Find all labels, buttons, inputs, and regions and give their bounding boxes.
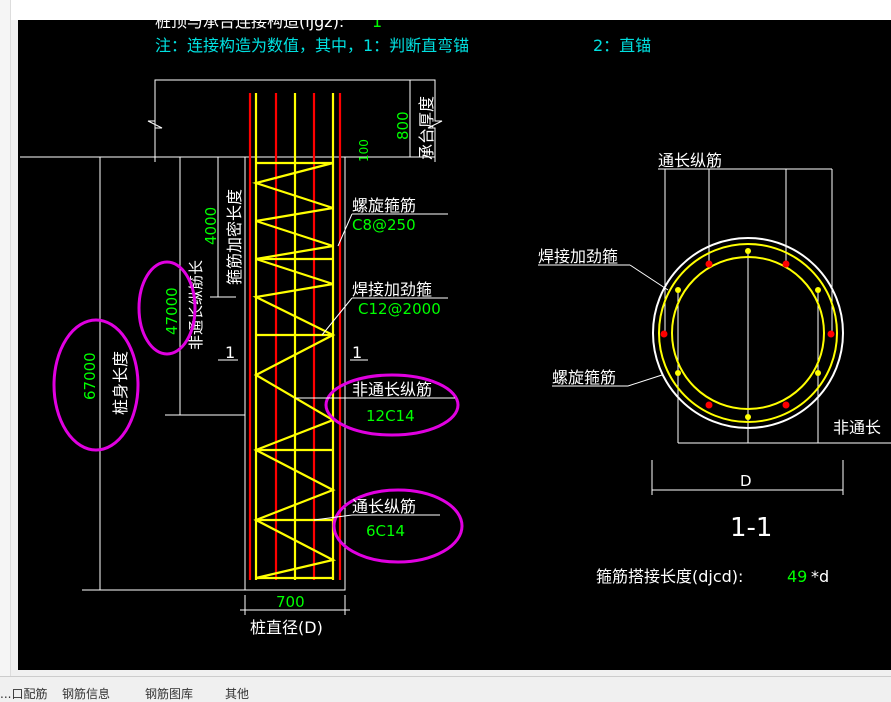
anchor-value: 100	[357, 139, 371, 162]
non-through-bar-value: 12C14	[366, 407, 415, 425]
left-edge	[0, 0, 11, 680]
non-through-length-value: 47000	[163, 287, 181, 335]
section-non-through-label: 非通长	[833, 418, 881, 437]
through-bar-label: 通长纵筋	[352, 497, 416, 516]
cap-thickness-label: 承台厚度	[417, 96, 436, 160]
section-title: 1-1	[730, 513, 772, 543]
leader-lines	[295, 213, 455, 521]
cad-drawing-canvas[interactable]: 桩顶与承台连接构造(ljgz): 1 注：连接构造为数值，其中，1：判断直弯锚 …	[18, 12, 891, 670]
tab-other[interactable]: 其他	[225, 687, 250, 701]
pile-length-label: 桩身长度	[111, 351, 130, 415]
spiral-label: 螺旋箍筋	[352, 196, 416, 215]
pile-length-value: 67000	[81, 352, 99, 400]
bottom-tab-bar: ...口配筋 钢筋信息 钢筋图库 其他	[0, 676, 891, 701]
welded-label: 焊接加劲箍	[352, 280, 432, 299]
dense-length-value: 4000	[202, 207, 220, 245]
spiral-stirrup	[252, 161, 337, 580]
longitudinal-bars	[248, 93, 342, 580]
dense-length-label: 箍筋加密长度	[225, 189, 244, 285]
diameter-label: 桩直径(D)	[250, 618, 323, 637]
non-through-bar-label: 非通长纵筋	[352, 380, 432, 399]
section-d-label: D	[740, 472, 752, 490]
top-bar	[0, 0, 891, 20]
section-through-label: 通长纵筋	[658, 151, 722, 170]
tab-rebar[interactable]: ...口配筋	[0, 687, 48, 701]
highlight-circles	[52, 260, 464, 564]
cap-thickness-value: 800	[394, 111, 412, 140]
lap-length-suffix: *d	[811, 567, 829, 586]
connection-value: 1	[372, 20, 382, 31]
section-welded-label: 焊接加劲箍	[538, 247, 618, 266]
pile-cap	[20, 79, 443, 162]
tab-rebar-info[interactable]: 钢筋信息	[62, 687, 111, 701]
section-mark-right: 1	[352, 343, 362, 362]
through-bar-value: 6C14	[366, 522, 405, 540]
note-text-2: 2：直锚	[593, 36, 651, 55]
tab-rebar-library[interactable]: 钢筋图库	[145, 687, 194, 701]
section-mark-left: 1	[225, 343, 235, 362]
lap-length-label: 箍筋搭接长度(djcd):	[596, 567, 743, 586]
connection-label: 桩顶与承台连接构造(ljgz):	[155, 20, 344, 31]
dimension-lines	[82, 157, 350, 615]
cross-section	[538, 168, 891, 495]
welded-value: C12@2000	[358, 300, 441, 318]
lap-length-value: 49	[787, 567, 807, 586]
spiral-value: C8@250	[352, 216, 416, 234]
note-text: 注：连接构造为数值，其中，1：判断直弯锚	[155, 36, 469, 55]
section-spiral-label: 螺旋箍筋	[552, 368, 616, 387]
diameter-value: 700	[276, 593, 305, 611]
